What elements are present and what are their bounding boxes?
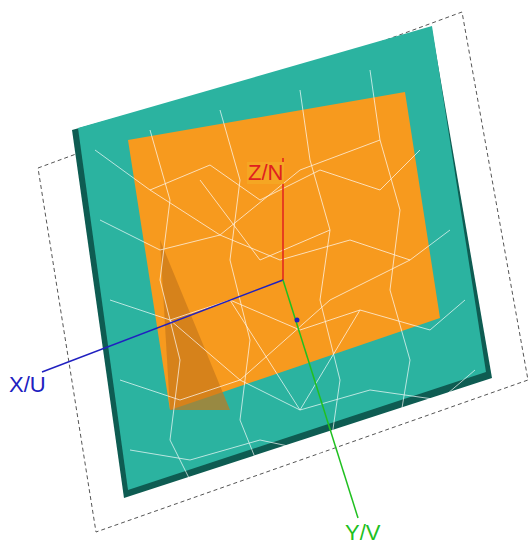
y-axis xyxy=(283,280,358,518)
mesh xyxy=(95,70,475,480)
axis-label: Z/N xyxy=(247,162,284,184)
substrate xyxy=(78,26,486,490)
bounding-box xyxy=(38,12,528,532)
axis-label: Y/V xyxy=(344,522,381,544)
axis-label: X/U xyxy=(8,374,47,396)
patch-shade xyxy=(160,240,230,410)
feed-point xyxy=(295,318,300,323)
x-axis xyxy=(42,280,283,372)
patch xyxy=(128,92,440,410)
